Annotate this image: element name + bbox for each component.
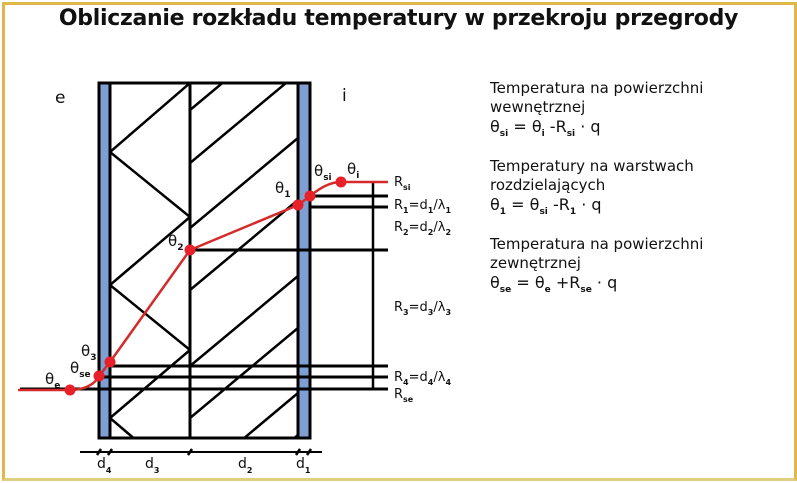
formula-heading: wewnętrznej <box>490 98 586 116</box>
formula-expression: θsi = θi -Rsi · q <box>490 117 601 139</box>
label-theta-2: θ2 <box>168 232 183 253</box>
label-r-se: Rse <box>394 387 414 404</box>
temperature-labels: θe θse θ3 θ2 θ1 θsi θi <box>45 160 359 391</box>
label-r-4: R4=d4/λ4 <box>394 370 451 387</box>
page-title: Obliczanie rozkładu temperatury w przekr… <box>58 6 739 31</box>
point-theta-2 <box>184 244 196 256</box>
formula-layer-boundaries: Temperatury na warstwach rozdzielających… <box>490 157 780 222</box>
label-r-si: Rsi <box>394 175 411 192</box>
label-theta-si: θsi <box>314 162 332 183</box>
label-d2: d2 <box>238 456 252 475</box>
point-theta-si <box>304 190 316 202</box>
point-theta-1 <box>292 199 304 211</box>
point-theta-se <box>93 370 105 382</box>
formulas-panel: Temperatura na powierzchni wewnętrznej θ… <box>490 79 780 313</box>
exterior-plaster-layer <box>97 81 112 440</box>
temperature-points <box>64 176 347 396</box>
formula-inner-surface: Temperatura na powierzchni wewnętrznej θ… <box>490 79 780 144</box>
label-d4: d4 <box>97 456 112 475</box>
label-d1: d1 <box>296 456 311 475</box>
label-theta-1: θ1 <box>275 179 290 200</box>
formula-heading: zewnętrznej <box>490 254 581 272</box>
label-theta-i: θi <box>347 160 359 181</box>
resistance-labels: Rsi R1=d1/λ1 R2=d2/λ2 R3=d3/λ3 R4=d4/λ4 … <box>394 175 451 404</box>
point-theta-e <box>64 384 76 396</box>
label-r-3: R3=d3/λ3 <box>394 300 451 317</box>
label-theta-se: θse <box>70 359 91 380</box>
label-theta-e: θe <box>45 370 60 391</box>
formula-heading: Temperatura na powierzchni <box>490 79 704 97</box>
label-d3: d3 <box>145 456 159 475</box>
formula-expression: θ1 = θsi -R1 · q <box>490 195 602 217</box>
formula-heading: Temperatura na powierzchni <box>490 235 704 253</box>
formula-heading: rozdzielających <box>490 176 606 194</box>
label-theta-3: θ3 <box>81 342 96 363</box>
formula-expression: θse = θe +Rse · q <box>490 273 618 295</box>
layer-2-insulation-hatch <box>190 83 298 438</box>
interior-plaster-layer <box>296 81 312 440</box>
interior-label: i <box>342 86 347 106</box>
formula-outer-surface: Temperatura na powierzchni zewnętrznej θ… <box>490 235 780 300</box>
label-r-2: R2=d2/λ2 <box>394 220 451 237</box>
formula-heading: Temperatury na warstwach <box>490 157 694 175</box>
exterior-label: e <box>55 88 66 108</box>
point-theta-3 <box>104 356 116 368</box>
label-r-1: R1=d1/λ1 <box>394 198 451 215</box>
wall-outline <box>97 81 312 440</box>
thickness-dimension-line <box>80 448 322 456</box>
thickness-labels: d4 d3 d2 d1 <box>97 456 311 475</box>
point-theta-i <box>335 176 347 188</box>
